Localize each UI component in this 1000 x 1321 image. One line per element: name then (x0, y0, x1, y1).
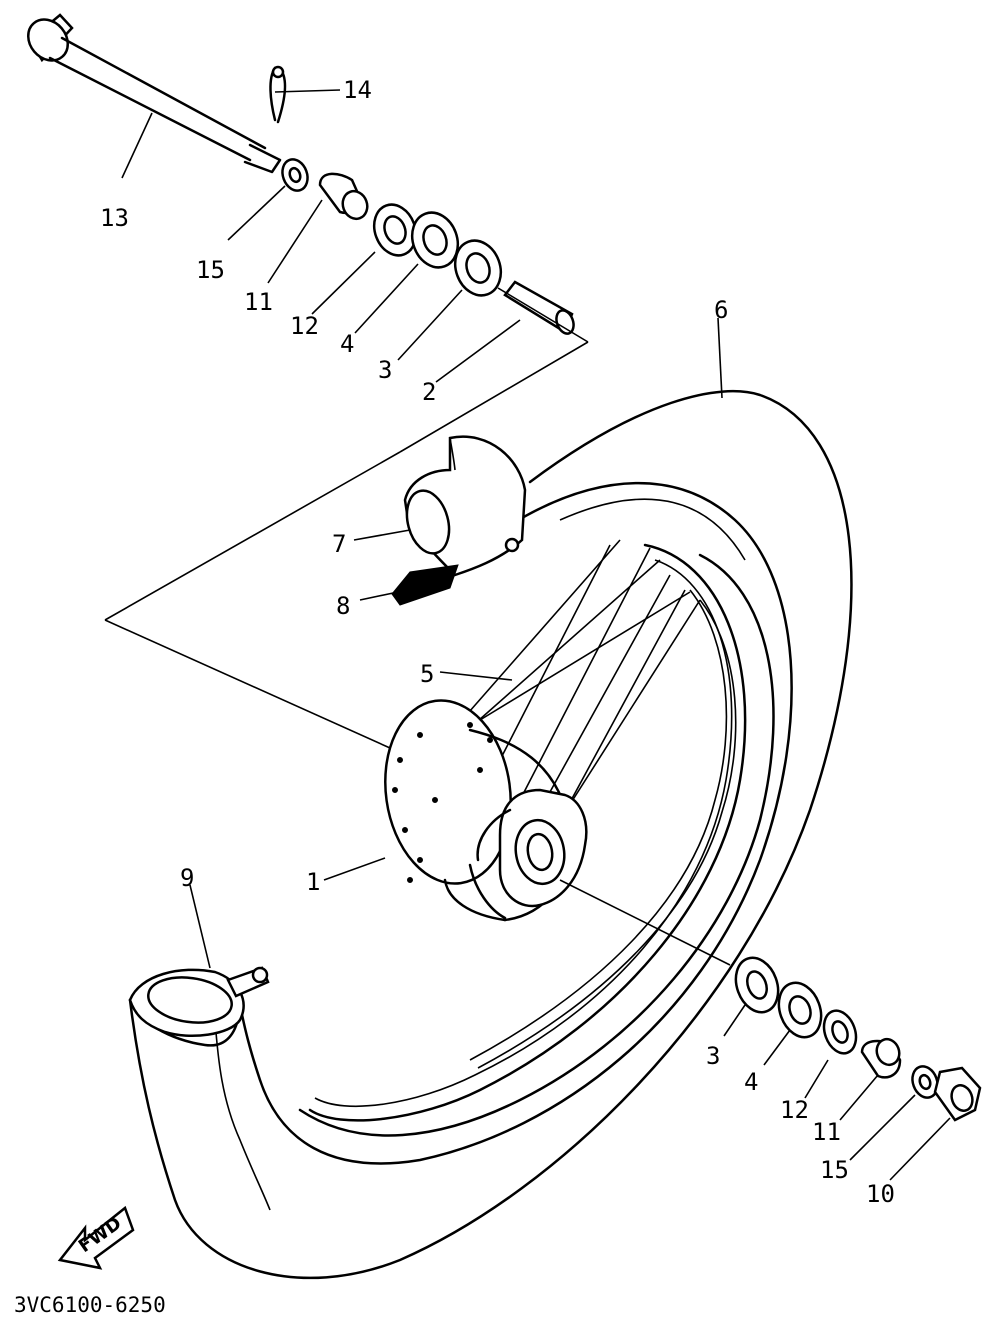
cotter-pin (269, 65, 287, 124)
callout-9: 9 (180, 864, 194, 892)
axle-holder (128, 966, 270, 1038)
lower-bearing-4 (777, 981, 823, 1039)
lower-collar (860, 1037, 902, 1079)
lower-bearing-3 (734, 956, 780, 1014)
lower-oil-seal (822, 1009, 858, 1055)
upper-oil-seal (372, 203, 418, 257)
forward-arrow-icon: FWD (57, 1205, 135, 1270)
upper-collar (318, 172, 369, 221)
leader-lines (121, 89, 951, 1181)
callout-4-top: 4 (340, 330, 354, 358)
callout-12-bottom: 12 (780, 1096, 809, 1124)
upper-washer (281, 158, 309, 192)
callout-8: 8 (336, 592, 350, 620)
callout-11-top: 11 (244, 288, 273, 316)
callout-15-bottom: 15 (820, 1156, 849, 1184)
callout-6: 6 (714, 296, 728, 324)
spokes (461, 539, 701, 831)
callout-2: 2 (422, 378, 436, 406)
callout-11-bottom: 11 (812, 1118, 841, 1146)
upper-bearing-3 (453, 239, 503, 297)
axle-nut (933, 1066, 982, 1122)
callout-14: 14 (343, 76, 372, 104)
callout-15-top: 15 (196, 256, 225, 284)
callout-4-bottom: 4 (744, 1068, 758, 1096)
callout-12-top: 12 (290, 312, 319, 340)
callout-3-top: 3 (378, 356, 392, 384)
callout-7: 7 (332, 530, 346, 558)
wheel-rim (298, 543, 775, 1137)
rim-band (391, 564, 459, 606)
axle (26, 13, 282, 174)
spacer (503, 280, 575, 335)
callout-labels: 14 13 15 11 12 4 3 2 6 7 8 5 1 9 3 4 12 … (100, 76, 895, 1208)
hub (384, 699, 588, 922)
inner-tube (403, 435, 527, 577)
lower-washer (911, 1065, 939, 1099)
assembly-guide-lines (104, 287, 731, 966)
upper-bearing-4 (410, 211, 460, 269)
callout-1: 1 (306, 868, 320, 896)
callout-3-bottom: 3 (706, 1042, 720, 1070)
callout-10: 10 (866, 1180, 895, 1208)
tire (128, 389, 853, 1280)
callout-13: 13 (100, 204, 129, 232)
callout-5: 5 (420, 660, 434, 688)
part-code: 3VC6100-6250 (14, 1293, 166, 1317)
